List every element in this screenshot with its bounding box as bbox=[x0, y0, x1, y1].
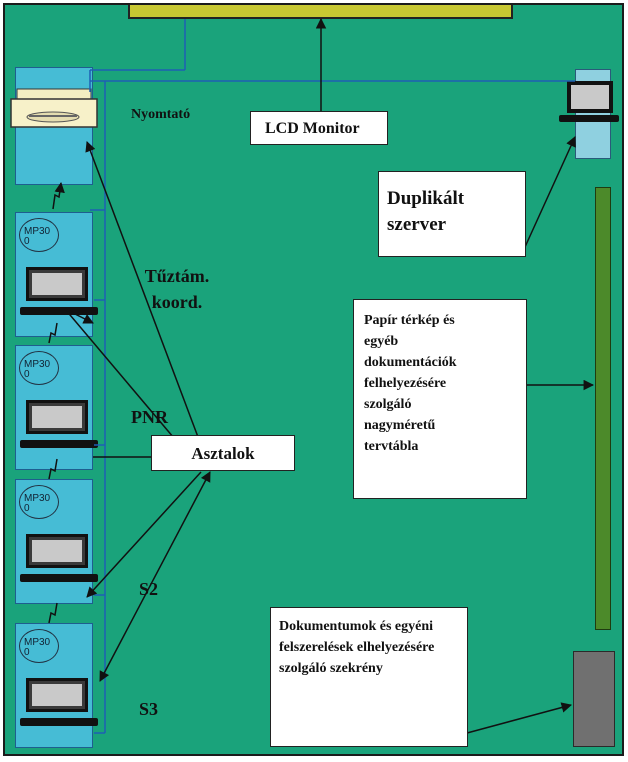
workstation-3: MP30 0 bbox=[15, 479, 98, 604]
laptop-base bbox=[20, 718, 98, 726]
workstation-4: MP30 0 bbox=[15, 623, 98, 748]
server-laptop-base bbox=[559, 115, 619, 122]
printer-label: Nyomtató bbox=[131, 107, 191, 122]
lcd-monitor-label: LCD Monitor bbox=[250, 111, 388, 145]
fire-coord-label: Tűztám. koord. bbox=[144, 266, 210, 312]
device-mp300: MP30 0 bbox=[19, 218, 59, 252]
laptop-icon bbox=[26, 400, 88, 434]
laptop-icon bbox=[26, 534, 88, 568]
desks-label: Asztalok bbox=[151, 435, 295, 471]
device-mp300: MP30 0 bbox=[19, 351, 59, 385]
server-laptop-icon bbox=[567, 81, 613, 113]
laptop-base bbox=[20, 574, 98, 582]
pnr-label: PNR bbox=[131, 407, 168, 427]
laptop-base bbox=[20, 307, 98, 315]
s3-label: S3 bbox=[139, 699, 159, 719]
map-board-bar bbox=[595, 187, 611, 630]
map-board-label: Papír térkép és egyéb dokumentációk felh… bbox=[353, 299, 527, 499]
laptop-icon bbox=[26, 267, 88, 301]
s2-label: S2 bbox=[139, 579, 159, 599]
printer-icon bbox=[10, 88, 98, 128]
workstation-2: MP30 0 bbox=[15, 345, 98, 470]
cabinet-icon bbox=[573, 651, 615, 747]
device-mp300: MP30 0 bbox=[19, 629, 59, 663]
laptop-base bbox=[20, 440, 98, 448]
connection-lines bbox=[48, 17, 595, 734]
laptop-icon bbox=[26, 678, 88, 712]
duplicated-server-label: Duplikált szerver bbox=[378, 171, 526, 257]
cabinet-label: Dokumentumok és egyéni felszerelések elh… bbox=[270, 607, 468, 747]
device-mp300: MP30 0 bbox=[19, 485, 59, 519]
room-floor: MP30 0 MP30 0 MP30 0 MP30 0 bbox=[3, 3, 624, 756]
